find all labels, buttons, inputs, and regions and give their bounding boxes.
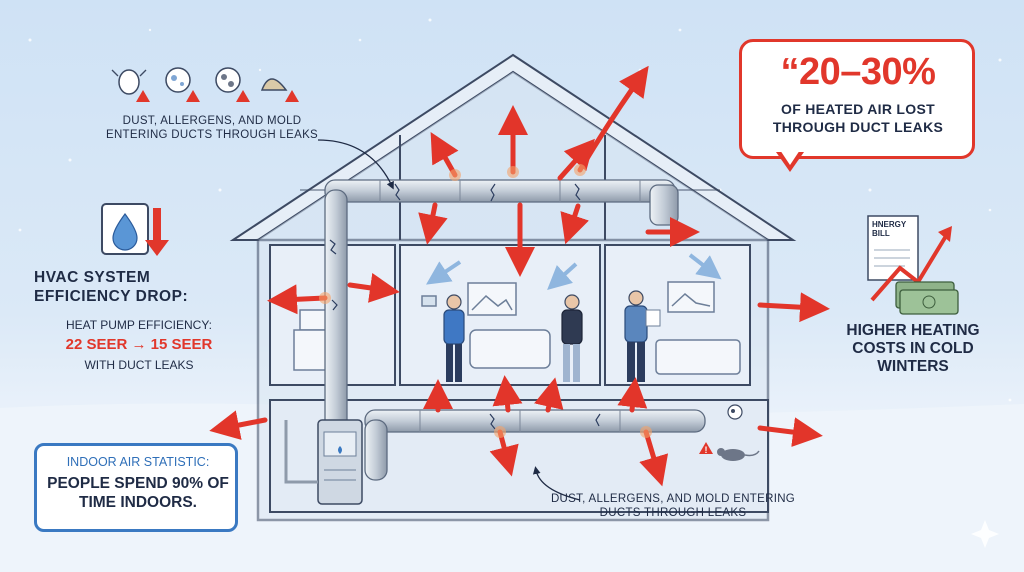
person-with-phone	[443, 294, 465, 382]
duct-cracks	[329, 183, 601, 430]
bill-line-1: HNERGY	[872, 220, 907, 229]
ductwork	[324, 179, 706, 481]
top-label-pointer	[317, 139, 394, 190]
germ-icon	[727, 404, 743, 420]
bill-line-2: BILL	[872, 229, 890, 238]
heat-pump-subtitle: HEAT PUMP EFFICIENCY:	[65, 318, 213, 332]
seer-change: 22 SEER → 15 SEER	[65, 336, 213, 353]
indoor-stat-box	[34, 443, 238, 532]
svg-text:!: !	[705, 445, 708, 455]
germ-icon	[165, 67, 191, 93]
person-with-bill	[624, 290, 661, 382]
heat-loss-bubble	[739, 39, 975, 159]
warning-icon	[136, 90, 299, 102]
thermostat-icon	[421, 295, 437, 307]
hvac-efficiency-title: HVAC SYSTEM EFFICIENCY DROP:	[34, 269, 189, 305]
trend-up-arrow-icon	[870, 226, 952, 302]
heat-glow	[319, 164, 652, 438]
indoor-stat-title: INDOOR AIR STATISTIC:	[66, 455, 210, 469]
contaminant-icons	[111, 67, 299, 102]
dust-callout-bottom: DUST, ALLERGENS, AND MOLD ENTERING DUCTS…	[550, 493, 796, 519]
bill-title: HNERGY BILL	[872, 220, 914, 238]
heating-costs-label: HIGHER HEATING COSTS IN COLD WINTERS	[846, 322, 980, 375]
down-arrow-icon	[145, 208, 169, 256]
water-drop-icon	[101, 203, 149, 255]
dust-callout-top: DUST, ALLERGENS, AND MOLD ENTERING DUCTS…	[105, 115, 319, 141]
bubble-tail-inner	[780, 150, 800, 165]
furnace-icon	[317, 419, 363, 505]
heat-leak-arrows	[209, 65, 830, 487]
mold-icon	[215, 67, 241, 93]
heat-loss-percent: “20–30%	[780, 51, 936, 93]
duct-leak-note: WITH DUCT LEAKS	[84, 358, 194, 372]
spore-icon	[260, 78, 288, 91]
cold-air-arrows	[426, 253, 722, 291]
mouse-icon	[717, 448, 760, 461]
bug-icon	[111, 69, 147, 95]
energy-bill-icon	[867, 215, 919, 281]
heat-loss-text: OF HEATED AIR LOST THROUGH DUCT LEAKS	[772, 101, 944, 135]
indoor-stat-text: PEOPLE SPEND 90% OF TIME INDOORS.	[47, 475, 229, 511]
cash-icon	[895, 281, 959, 315]
bottom-label-pointer	[532, 466, 581, 501]
person-cold	[561, 294, 583, 382]
room-details	[293, 281, 741, 375]
warning-icon: !	[699, 442, 713, 455]
sparkle-icon	[971, 520, 999, 548]
